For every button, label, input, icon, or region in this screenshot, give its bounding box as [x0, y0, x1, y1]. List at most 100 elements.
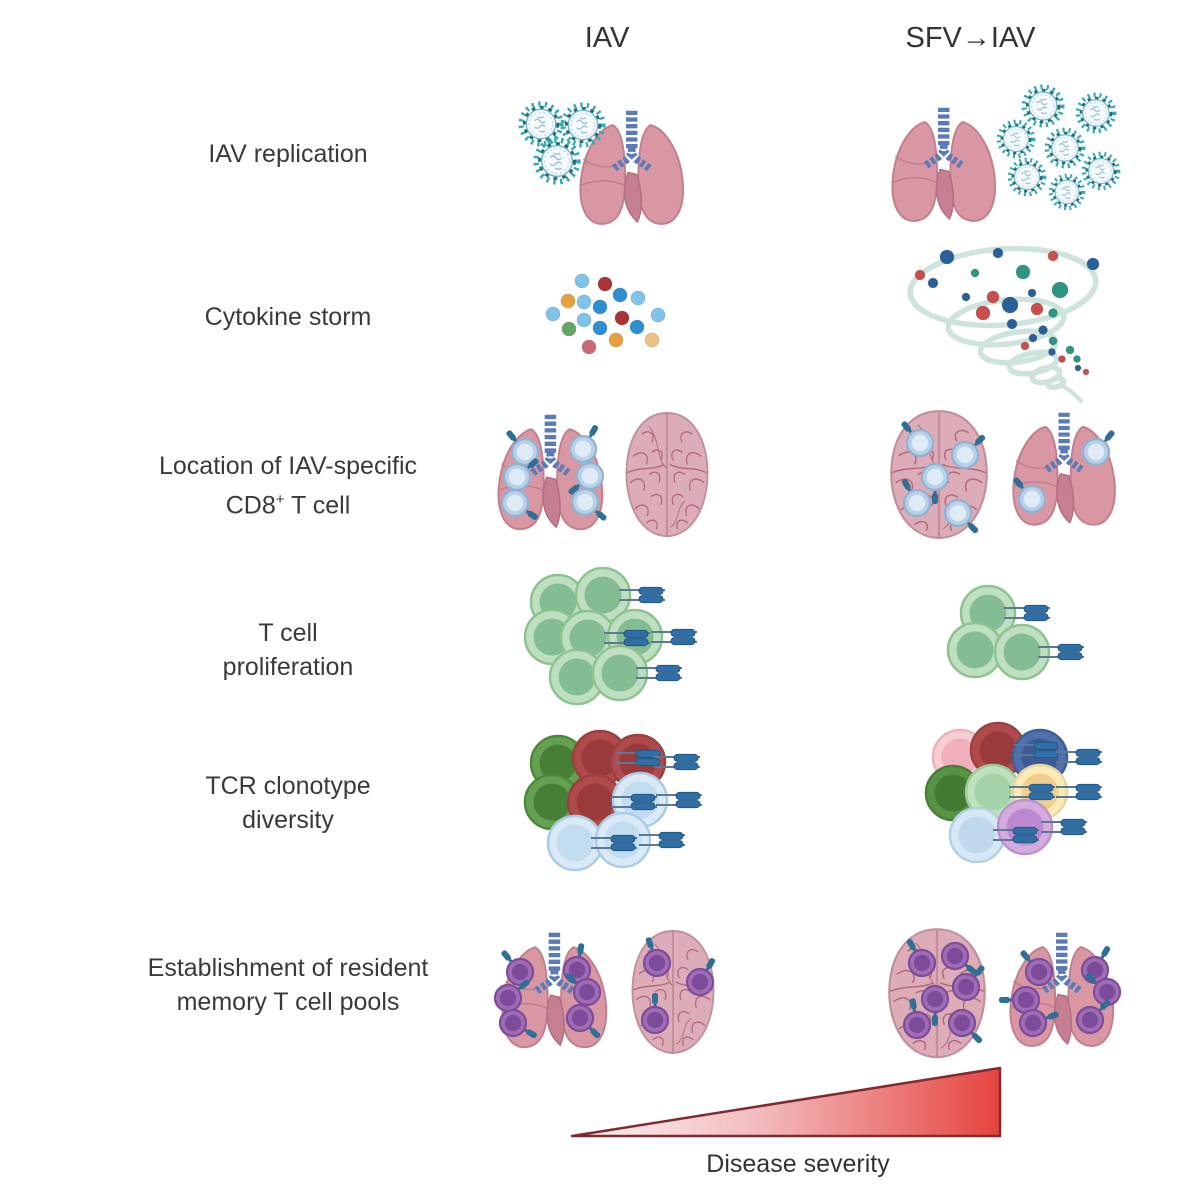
disease-severity-gradient-triangle	[570, 1066, 1002, 1138]
cytokine-dot	[561, 321, 577, 337]
lungs-icon	[892, 108, 995, 221]
cytokine-dot	[992, 247, 1004, 259]
memory-t-cell	[906, 939, 937, 978]
cd8-t-cell	[1013, 477, 1047, 514]
cytokine-dot	[1074, 364, 1082, 372]
cytokine-dot	[1030, 302, 1044, 316]
cytokine-dot	[1051, 281, 1069, 299]
tcr-clonotype-cluster	[924, 721, 1102, 864]
t-cell-cluster	[946, 584, 1084, 681]
brain-icon	[625, 411, 709, 538]
cytokine-dot	[592, 320, 608, 336]
cd8-t-cell	[901, 421, 935, 458]
cytokine-dot	[927, 277, 939, 289]
cytokine-dot	[1020, 341, 1030, 351]
cytokine-dot	[597, 276, 613, 292]
memory-t-cell	[562, 943, 592, 985]
cytokine-dot	[644, 332, 660, 348]
cytokine-dot	[1028, 333, 1038, 343]
virus-icon	[1078, 95, 1114, 131]
cd8-t-cell	[1081, 430, 1115, 467]
memory-t-cell	[1075, 999, 1111, 1035]
memory-t-cell	[947, 1008, 983, 1044]
cytokine-dot	[560, 293, 576, 309]
cytokine-dot	[975, 305, 991, 321]
tcr-clonotype-cluster	[523, 729, 702, 872]
virus-icon	[1024, 87, 1062, 125]
cytokine-dot	[1015, 264, 1031, 280]
cytokine-dot	[1001, 296, 1019, 314]
row-label-iav-replication: IAV replication	[208, 140, 368, 168]
cytokine-dot	[1086, 257, 1100, 271]
cytokine-dot	[986, 290, 1000, 304]
cytokine-dot	[650, 307, 666, 323]
virus-icon	[1047, 130, 1083, 166]
memory-t-cell	[685, 958, 716, 997]
cytokine-dot	[576, 312, 592, 328]
cytokine-dot	[545, 306, 561, 322]
virus-icon	[536, 140, 578, 182]
cytokine-dot	[576, 294, 592, 310]
cd8-t-cell	[943, 498, 979, 534]
cytokine-dot	[1082, 368, 1090, 376]
cytokine-dot	[914, 269, 926, 281]
cytokine-dot	[581, 339, 597, 355]
cytokine-dot	[574, 273, 590, 289]
memory-t-cell	[940, 941, 977, 975]
cytokine-dot	[1048, 308, 1058, 318]
cytokine-dot	[1038, 325, 1048, 335]
memory-t-cell	[951, 965, 985, 1002]
memory-t-cell	[902, 998, 932, 1040]
memory-t-cell	[565, 973, 602, 1007]
row-label-cytokine-storm: Cytokine storm	[204, 303, 372, 331]
cd8-t-cell	[950, 434, 986, 470]
t-cell-cluster	[523, 566, 697, 706]
cd8-t-cell	[920, 462, 950, 504]
cytokine-dot	[614, 310, 630, 326]
cd8-t-cell	[500, 488, 538, 520]
cytokine-dot	[1006, 318, 1018, 330]
cytokine-dot	[1065, 345, 1075, 355]
cytokine-dot	[608, 332, 624, 348]
cytokine-dot	[939, 249, 955, 265]
cd8-t-cell	[570, 487, 607, 521]
figure-graphics	[493, 87, 1122, 1059]
column-header-sfv-iav: SFV→IAV	[905, 22, 1036, 54]
cytokine-dot	[961, 292, 971, 302]
virus-icon	[1084, 154, 1118, 188]
cytokine-dot	[1047, 250, 1059, 262]
cd8-t-cell	[568, 425, 599, 464]
cytokine-dot	[630, 290, 646, 306]
memory-t-cell	[920, 984, 950, 1026]
memory-t-cell	[640, 993, 670, 1035]
cd8-t-cell	[568, 461, 605, 495]
cytokine-dot	[592, 299, 608, 315]
virus-icon	[1010, 160, 1044, 194]
cytokine-dot	[970, 268, 980, 278]
cytokine-dot	[629, 319, 645, 335]
memory-t-cell	[1018, 1008, 1059, 1038]
memory-t-cell	[642, 937, 672, 978]
cytokine-dot	[1048, 336, 1058, 346]
memory-t-cell	[1080, 946, 1111, 985]
cytokine-dot	[1048, 348, 1056, 356]
cytokine-tornado-icon	[907, 245, 1099, 403]
disease-severity-label: Disease severity	[706, 1150, 890, 1178]
cytokine-dot	[1027, 288, 1037, 298]
memory-t-cell	[1020, 950, 1054, 987]
memory-t-cell	[493, 979, 530, 1013]
cd8-t-cell	[506, 430, 540, 467]
column-header-iav: IAV	[584, 22, 630, 54]
virus-icon	[1051, 176, 1083, 208]
cytokine-dot	[1073, 355, 1081, 363]
cytokine-dot	[1058, 355, 1066, 363]
memory-t-cell	[565, 1003, 601, 1039]
virus-icon	[999, 122, 1033, 156]
cytokine-dot	[612, 287, 628, 303]
